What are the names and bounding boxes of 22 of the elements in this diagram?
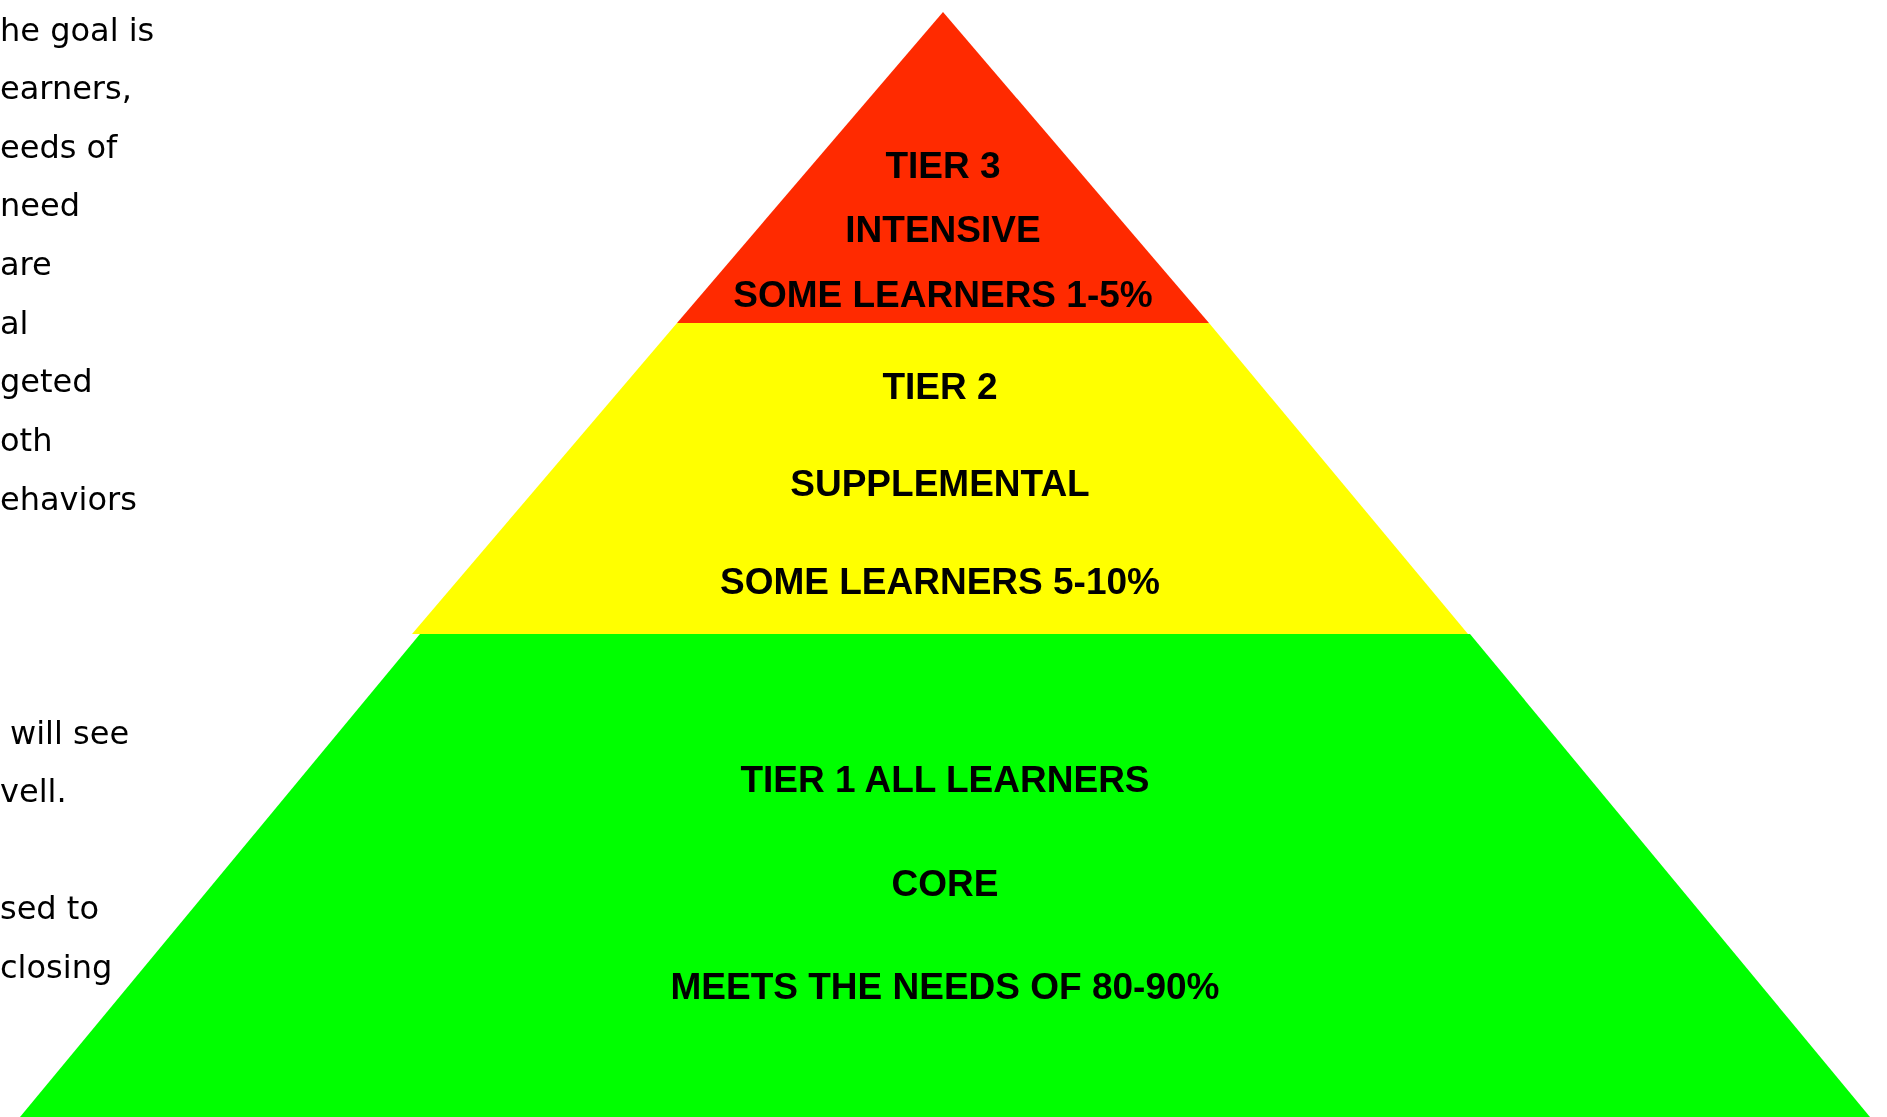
- tier-label: SUPPLEMENTAL: [790, 465, 1090, 502]
- text-line: closing: [0, 948, 113, 987]
- text-line: earners,: [0, 69, 132, 108]
- text-line: he goal is: [0, 11, 155, 50]
- tier-label: MEETS THE NEEDS OF 80-90%: [670, 968, 1220, 1005]
- text-line: eeds of: [0, 128, 118, 167]
- text-line: sed to: [0, 889, 99, 928]
- tier-label: TIER 2: [882, 368, 998, 405]
- text-line: are: [0, 245, 52, 284]
- tier-label: TIER 3: [885, 147, 1001, 184]
- text-line: vell.: [0, 772, 67, 811]
- tier-label: SOME LEARNERS 1-5%: [733, 276, 1153, 313]
- text-line: need: [0, 186, 80, 225]
- tier-label: CORE: [891, 865, 999, 902]
- text-line: will see: [10, 714, 130, 753]
- text-line: ehaviors: [0, 480, 137, 519]
- text-line: oth: [0, 421, 53, 460]
- tier-label: TIER 1 ALL LEARNERS: [740, 761, 1150, 798]
- text-line: geted: [0, 362, 93, 401]
- text-line: al: [0, 304, 29, 343]
- tier-label: SOME LEARNERS 5-10%: [720, 563, 1160, 600]
- tier-label: INTENSIVE: [845, 211, 1041, 248]
